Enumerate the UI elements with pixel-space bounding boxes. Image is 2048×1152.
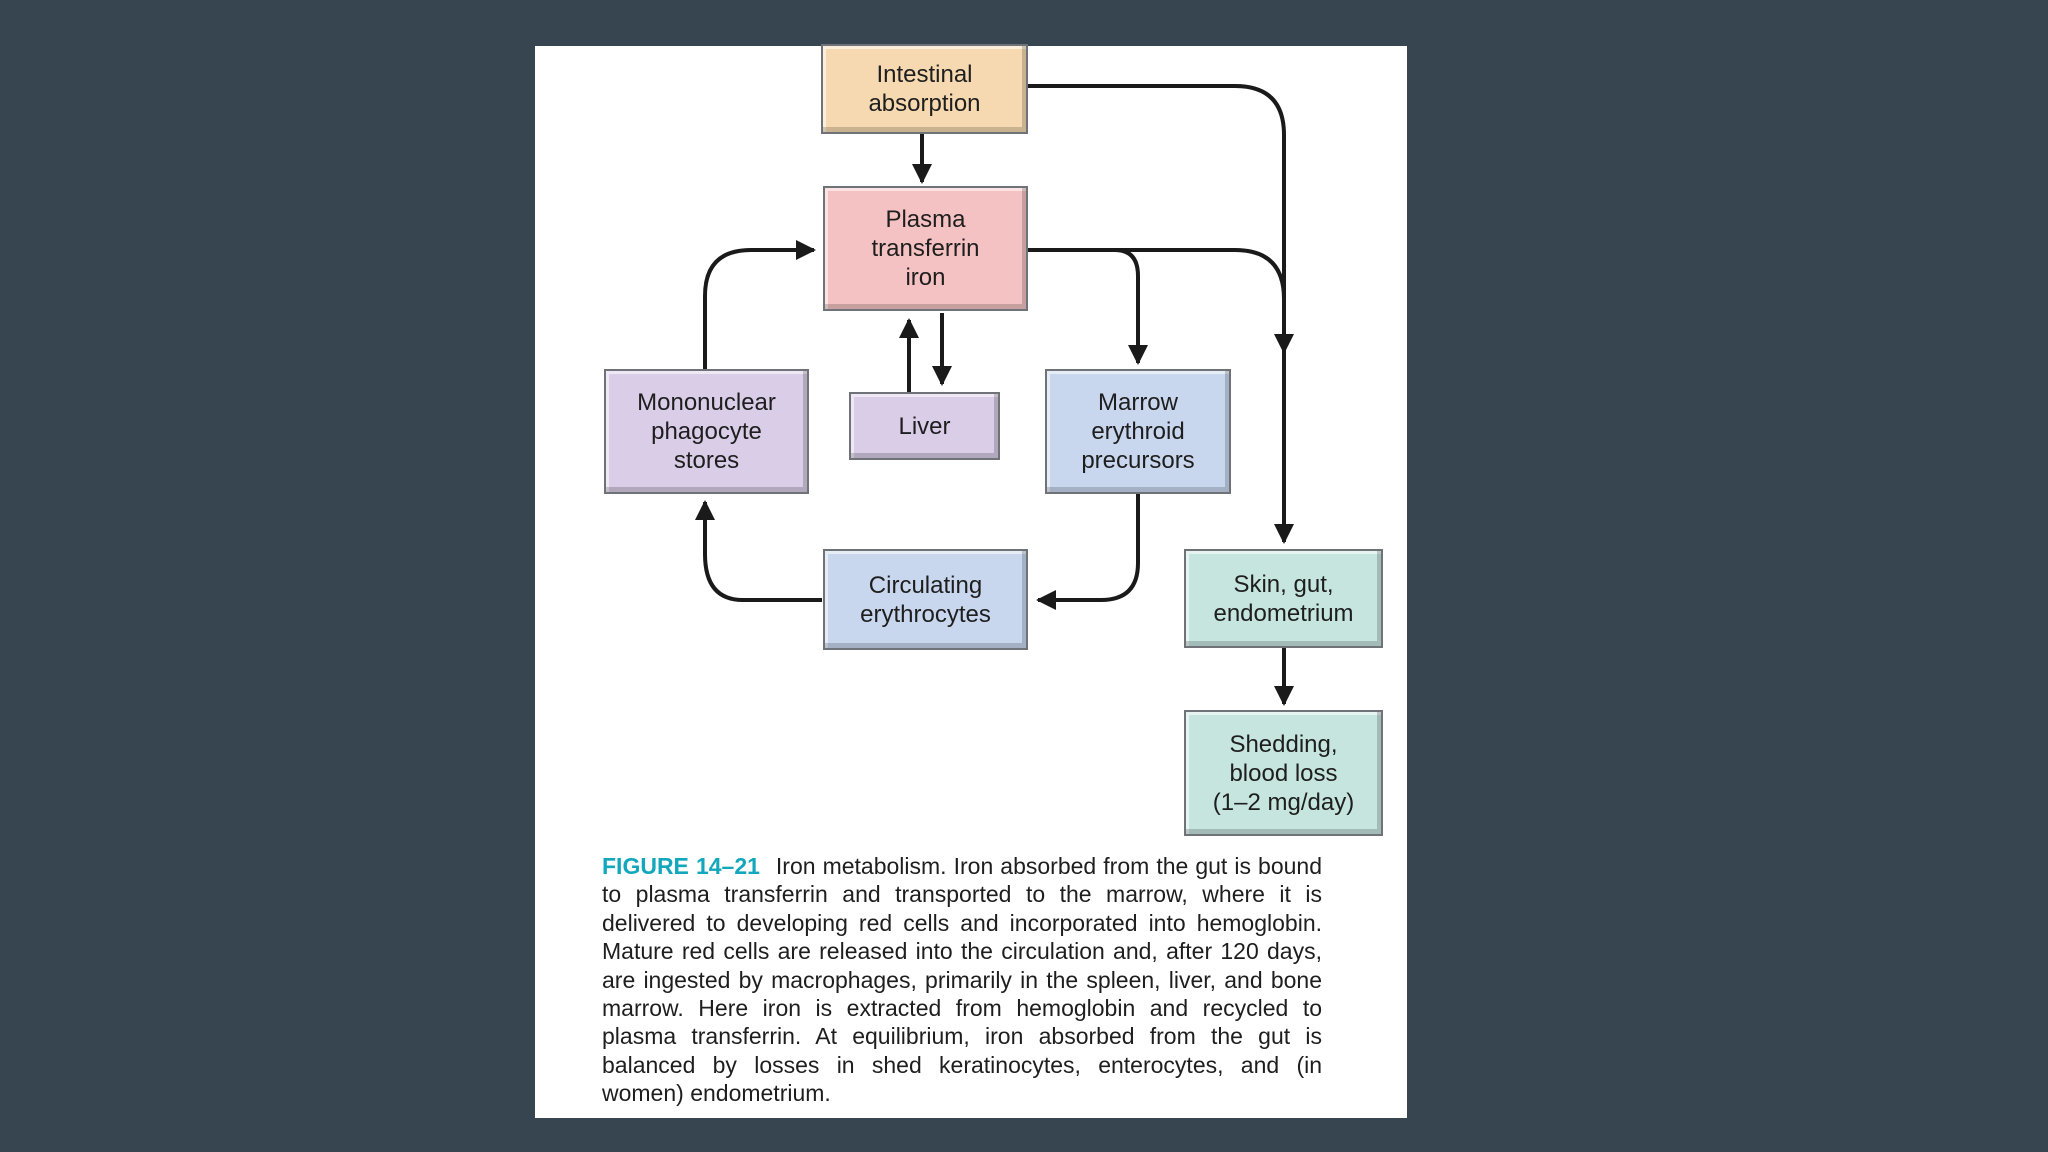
arrow-plasma-to-marrow (1026, 248, 1148, 365)
liver-box: Liver (849, 392, 1000, 460)
figure-page: Intestinal absorption Plasma transferrin… (535, 44, 1407, 1118)
plasma-transferrin-box: Plasma transferrin iron (823, 186, 1028, 311)
arrow-marrow-to-erythrocytes (1036, 493, 1140, 610)
arrow-plasma-to-skin (1026, 248, 1294, 354)
arrow-layer (695, 84, 1294, 706)
arrow-phagocyte-to-plasma (703, 240, 816, 369)
arrow-intestinal-to-skin (1026, 84, 1294, 544)
skin-gut-endometrium-box: Skin, gut, endometrium (1184, 549, 1383, 648)
figure-label: FIGURE 14–21 (602, 853, 760, 879)
marrow-erythroid-box: Marrow erythroid precursors (1045, 369, 1231, 494)
intestinal-absorption-box: Intestinal absorption (821, 44, 1028, 134)
mononuclear-phagocyte-box: Mononuclear phagocyte stores (604, 369, 809, 494)
circulating-erythrocytes-box: Circulating erythrocytes (823, 549, 1028, 650)
iron-metabolism-diagram: Intestinal absorption Plasma transferrin… (535, 44, 1407, 866)
arrow-erythrocytes-to-phagocyte (695, 500, 822, 602)
caption-text: Iron metabolism. Iron absorbed from the … (602, 853, 1322, 1107)
shedding-blood-loss-box: Shedding, blood loss (1–2 mg/day) (1184, 710, 1383, 836)
